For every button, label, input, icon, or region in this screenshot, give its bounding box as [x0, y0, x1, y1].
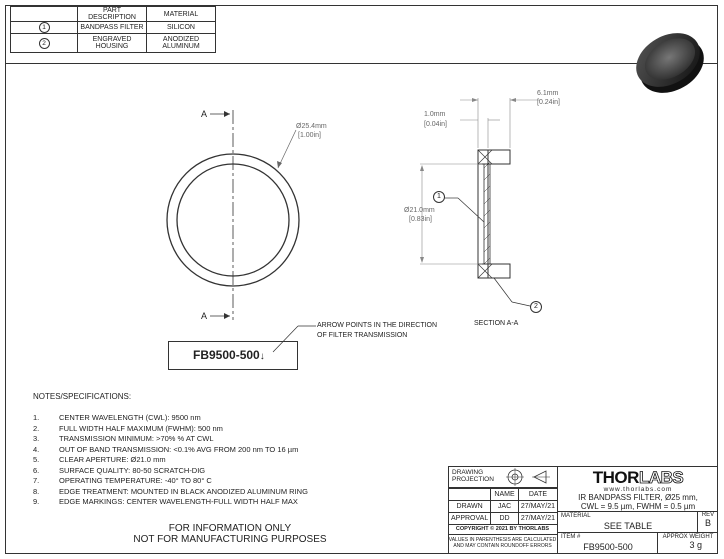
note-item: 6.SURFACE QUALITY: 80-50 SCRATCH-DIG — [33, 465, 206, 475]
parts-col-description: PART DESCRIPTION — [77, 6, 147, 22]
lip-label: 1.0mm — [424, 111, 446, 118]
transmission-arrow-icon: ↓ — [259, 351, 265, 362]
website-text: www.thorlabs.com — [603, 486, 673, 493]
front-view-drawing — [166, 110, 300, 320]
note-item: 7.OPERATING TEMPERATURE: -40° TO 80° C — [33, 476, 212, 485]
callout-circle: 1 — [38, 22, 50, 33]
notes-list: 1.CENTER WAVELENGTH (CWL): 9500 nm 2.FUL… — [33, 413, 308, 508]
section-label-bottom: A — [201, 311, 208, 321]
parts-row-description: ENGRAVED HOUSING — [77, 33, 147, 53]
logo-cell: THORLABS www.thorlabs.com IR BANDPASS FI… — [558, 466, 718, 512]
item-cell: ITEM # FB9500-500 — [558, 533, 658, 554]
parts-row-material: SILICON — [146, 21, 216, 34]
rev-cell: REV B — [698, 512, 718, 533]
weight-label: APPROX WEIGHT — [662, 534, 714, 540]
parts-row-material: ANODIZED ALUMINUM — [146, 33, 216, 53]
parts-row: 1 BANDPASS FILTER SILICON — [10, 21, 216, 34]
engraving-box: FB9500-500↓ — [168, 341, 298, 370]
parts-table: PART DESCRIPTION MATERIAL 1 BANDPASS FIL… — [10, 6, 216, 53]
callout-2-circle: 2 — [530, 301, 542, 313]
aperture-label: Ø21.0mm — [404, 207, 435, 214]
note-item: 3.TRANSMISSION MINIMUM: >70% % AT CWL — [33, 434, 214, 443]
thorlabs-logo: THORLABS — [592, 468, 684, 487]
parts-row-num: 2 — [10, 33, 78, 53]
item-label: ITEM # — [561, 534, 581, 540]
parts-row-num: 1 — [10, 21, 78, 34]
engraving-text: FB9500-500 — [193, 348, 260, 362]
name-header: NAME — [490, 488, 519, 501]
engraving-leader — [272, 325, 316, 353]
disclaimer-line1: FOR INFORMATION ONLY — [168, 523, 292, 534]
rev-label: REV — [701, 512, 715, 518]
date-header: DATE — [517, 488, 559, 501]
approval-label: APPROVAL — [447, 512, 492, 525]
notes-title: NOTES/SPECIFICATIONS: — [33, 392, 132, 401]
header-divider — [5, 63, 718, 64]
product-photo-image — [636, 33, 704, 93]
projection-cell: DRAWING PROJECTION — [448, 466, 558, 488]
drawn-date: 27/MAY/21 — [517, 500, 559, 513]
thickness-inch-label: [0.24in] — [537, 99, 560, 106]
material-cell: MATERIAL SEE TABLE — [558, 512, 698, 533]
rev-value: B — [704, 518, 711, 528]
callout-1-circle: 1 — [433, 191, 445, 203]
arrow-note-line2: OF FILTER TRANSMISSION — [317, 332, 408, 339]
diameter-label: Ø25.4mm — [296, 123, 327, 130]
callout-circle: 2 — [38, 37, 50, 49]
projection-symbol-icon — [506, 468, 550, 486]
note-item: 1.CENTER WAVELENGTH (CWL): 9500 nm — [33, 413, 201, 422]
weight-value: 3 g — [689, 540, 702, 550]
lip-inch-label: [0.04in] — [424, 121, 447, 128]
approval-name: DD — [490, 512, 519, 525]
drawing-frame — [5, 5, 718, 554]
values-note-line2: AND MAY CONTAIN ROUNDOFF ERRORS — [453, 543, 552, 549]
section-view-title: SECTION A-A — [474, 320, 519, 327]
copyright-cell: COPYRIGHT © 2021 BY THORLABS VALUES IN P… — [448, 524, 558, 554]
description-line1: IR BANDPASS FILTER, Ø25 mm, — [578, 493, 698, 502]
drawing-projection-label: DRAWING PROJECTION — [452, 469, 494, 483]
note-item: 9.EDGE MARKINGS: CENTER WAVELENGTH-FULL … — [33, 497, 298, 506]
note-item: 8.EDGE TREATMENT: MOUNTED IN BLACK ANODI… — [33, 486, 308, 496]
note-item: 2.FULL WIDTH HALF MAXIMUM (FWHM): 500 nm — [33, 423, 223, 433]
section-view-drawing — [420, 98, 540, 307]
disclaimer-line2: NOT FOR MANUFACTURING PURPOSES — [133, 534, 327, 545]
weight-cell: APPROX WEIGHT 3 g — [658, 533, 718, 554]
item-value: FB9500-500 — [583, 542, 633, 552]
parts-row-description: BANDPASS FILTER — [77, 21, 147, 34]
note-item: 4.OUT OF BAND TRANSMISSION: <0.1% AVG FR… — [33, 444, 299, 454]
disclaimer: FOR INFORMATION ONLY NOT FOR MANUFACTURI… — [110, 523, 350, 545]
parts-col-num — [10, 6, 78, 22]
thickness-label: 6.1mm — [537, 90, 559, 97]
arrow-note-line1: ARROW POINTS IN THE DIRECTION — [317, 322, 438, 329]
drawn-name: JAC — [490, 500, 519, 513]
material-label: MATERIAL — [561, 513, 591, 519]
copyright-text: COPYRIGHT © 2021 BY THORLABS — [448, 526, 557, 535]
diameter-inch-label: [1.00in] — [298, 132, 321, 139]
parts-col-material: MATERIAL — [146, 6, 216, 22]
parts-table-header: PART DESCRIPTION MATERIAL — [10, 6, 216, 22]
values-note-line1: VALUES IN PARENTHESIS ARE CALCULATED — [448, 537, 557, 543]
parts-row: 2 ENGRAVED HOUSING ANODIZED ALUMINUM — [10, 33, 216, 53]
description-line2: CWL = 9.5 µm, FWHM = 0.5 µm — [580, 502, 696, 511]
aperture-inch-label: [0.83in] — [409, 216, 432, 223]
material-value: SEE TABLE — [603, 521, 653, 531]
note-item: 5.CLEAR APERTURE: Ø21.0 mm — [33, 455, 166, 464]
approval-date: 27/MAY/21 — [517, 512, 559, 525]
drawn-label: DRAWN — [447, 500, 492, 513]
section-label-top: A — [201, 109, 208, 119]
